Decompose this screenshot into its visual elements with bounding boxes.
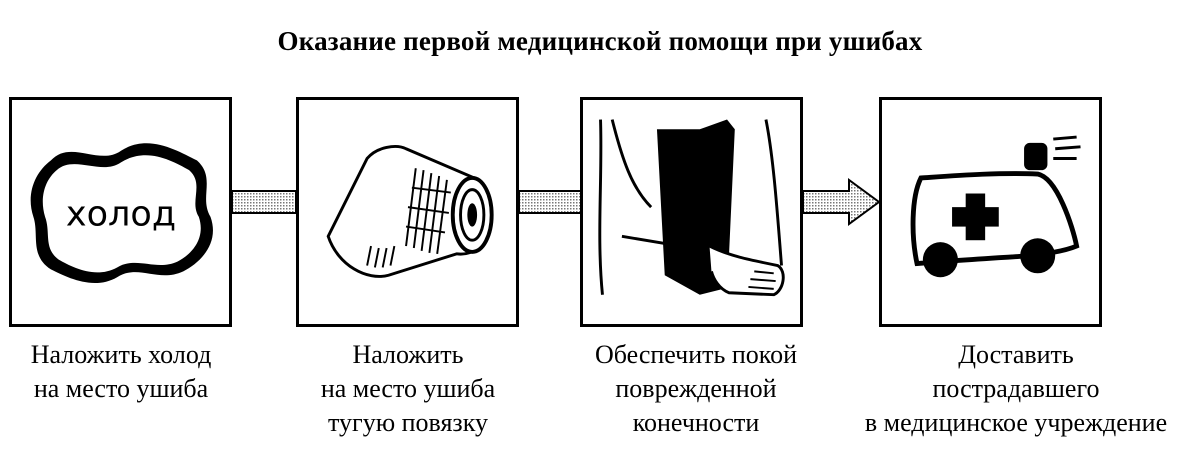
step-2-caption: Наложить на место ушиба тугую повязку — [258, 338, 558, 440]
step-3-caption: Обеспечить покой поврежденной конечности — [546, 338, 846, 440]
step-1-caption-line: на место ушиба — [0, 372, 271, 406]
step-4-caption-line: Доставить — [846, 338, 1186, 372]
arrow-2 — [519, 178, 581, 226]
step-4-caption: Доставить пострадавшего в медицинское уч… — [846, 338, 1186, 440]
page-title: Оказание первой медицинской помощи при у… — [0, 26, 1200, 57]
step-3-panel — [580, 97, 803, 327]
step-3-caption-line: поврежденной — [546, 372, 846, 406]
cold-pack-label: холод — [66, 194, 176, 235]
step-2-caption-line: Наложить — [258, 338, 558, 372]
step-2-caption-line: на место ушиба — [258, 372, 558, 406]
step-2-caption-line: тугую повязку — [258, 406, 558, 440]
arrow-1 — [232, 178, 296, 226]
ambulance-icon — [882, 100, 1099, 324]
arrow-3 — [803, 178, 881, 226]
step-4-caption-line: пострадавшего — [846, 372, 1186, 406]
step-3-caption-line: конечности — [546, 406, 846, 440]
step-4-panel — [879, 97, 1102, 327]
step-3-caption-line: Обеспечить покой — [546, 338, 846, 372]
step-1-panel: холод — [9, 97, 232, 327]
arm-sling-icon — [583, 100, 800, 324]
bandage-roll-icon — [299, 100, 516, 324]
step-4-caption-line: в медицинское учреждение — [846, 406, 1186, 440]
step-1-caption-line: Наложить холод — [0, 338, 271, 372]
cold-pack-icon: холод — [12, 100, 229, 324]
step-1-caption: Наложить холод на место ушиба — [0, 338, 271, 406]
step-2-panel — [296, 97, 519, 327]
